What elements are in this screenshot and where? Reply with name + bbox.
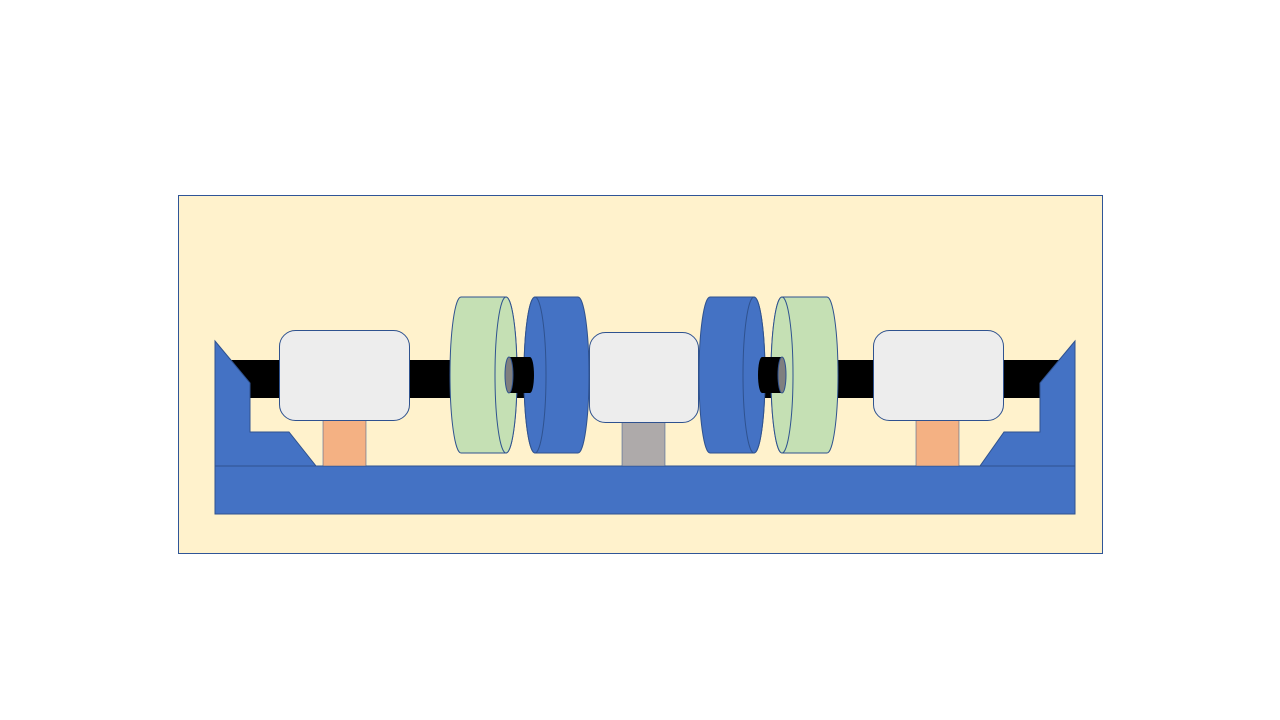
right-blue-disc <box>698 296 766 454</box>
center-bearing-block <box>589 332 699 423</box>
right-bearing-block <box>873 330 1004 421</box>
left-blue-disc <box>523 296 590 454</box>
left-green-disc <box>449 296 518 454</box>
left-coupling <box>504 356 534 394</box>
base-frame <box>214 465 1076 515</box>
right-coupling <box>758 356 787 394</box>
left-bearing-block <box>279 330 410 421</box>
right-support-post <box>915 419 960 467</box>
left-support-post <box>322 419 367 467</box>
center-support-post <box>621 421 666 467</box>
